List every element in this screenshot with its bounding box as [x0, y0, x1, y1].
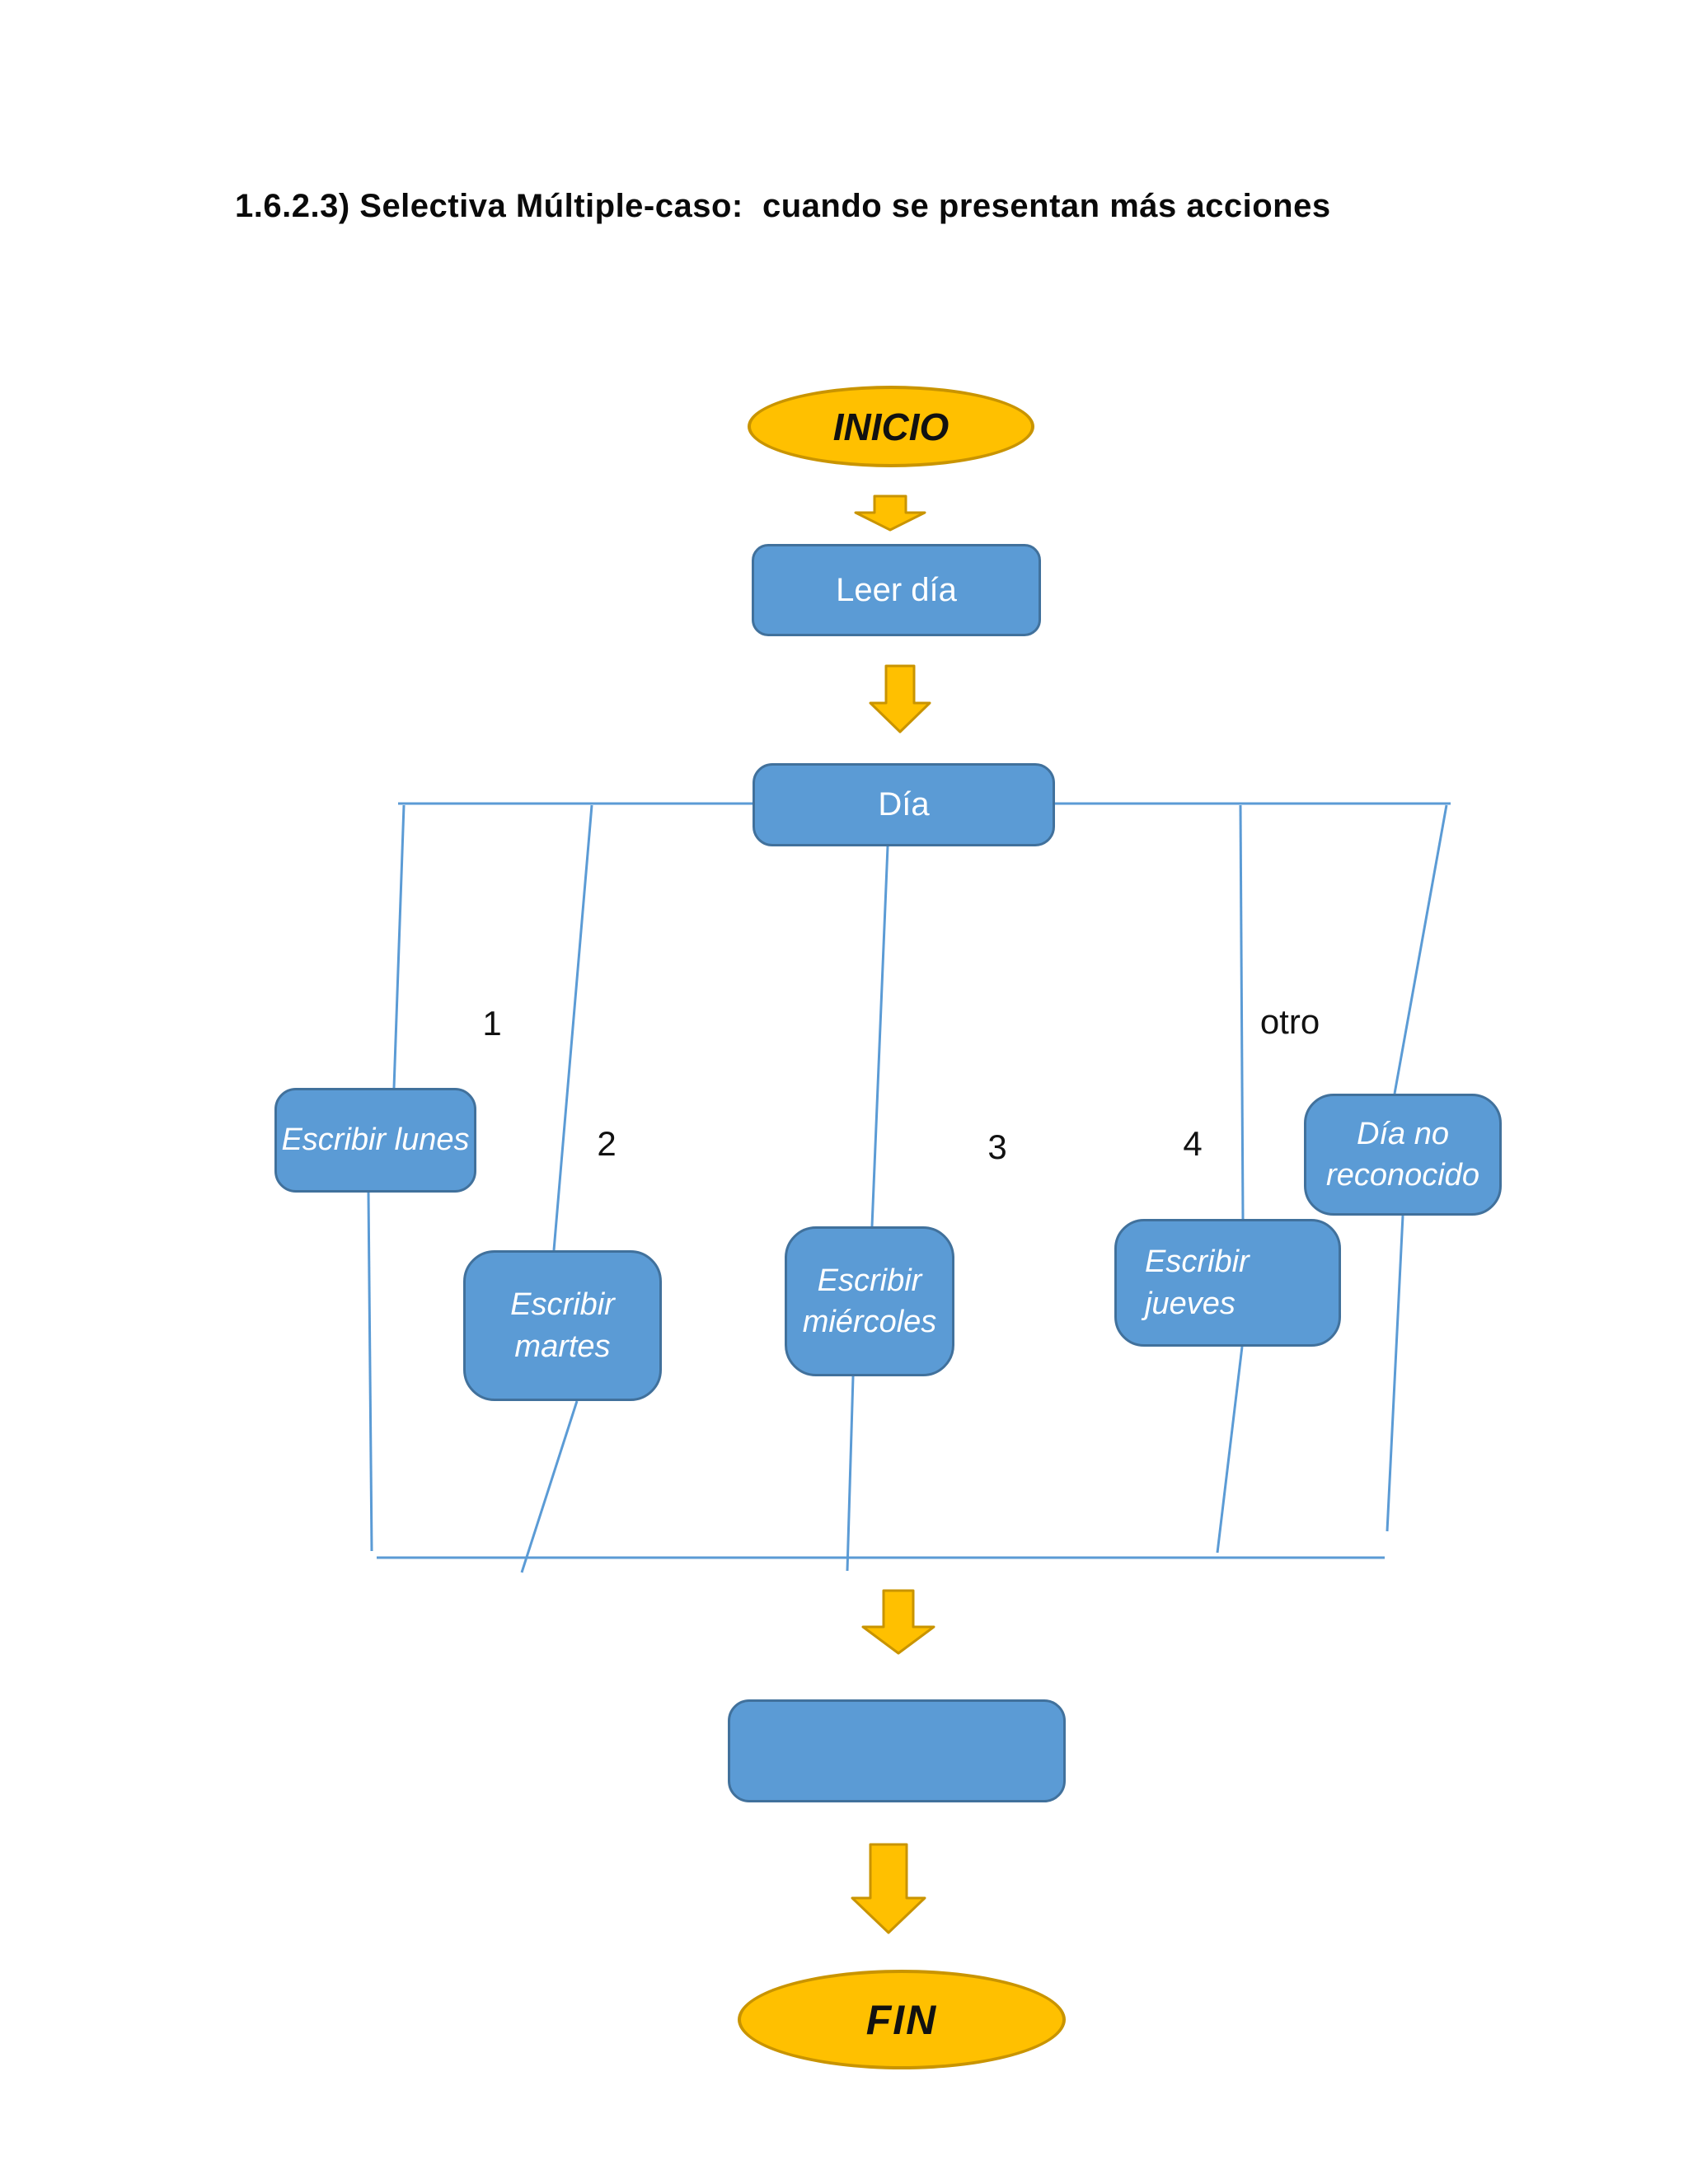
branch-2-riser-line	[520, 1400, 579, 1573]
action-thursday: Escribir jueves	[1114, 1219, 1341, 1347]
branch-1-riser-line	[367, 1192, 373, 1552]
process-day-selector: Día	[753, 763, 1055, 846]
down-arrow-icon	[861, 1589, 935, 1655]
process-read-day-label: Leer día	[836, 571, 957, 608]
down-arrow-icon	[854, 494, 926, 532]
branch-label-2: 2	[597, 1124, 617, 1163]
action-unrecognized: Día no reconocido	[1304, 1094, 1502, 1216]
page-title: 1.6.2.3) Selectiva Múltiple-caso: cuando…	[235, 188, 1331, 224]
action-thursday-label: Escribir jueves	[1145, 1244, 1250, 1321]
action-wednesday-label: Escribir miércoles	[802, 1263, 937, 1339]
action-unrecognized-label: Día no reconocido	[1326, 1116, 1479, 1193]
branch-4-drop-line	[1239, 804, 1245, 1220]
process-read-day: Leer día	[752, 544, 1041, 636]
action-tuesday-label: Escribir martes	[510, 1287, 615, 1364]
action-tuesday: Escribir martes	[463, 1250, 662, 1401]
branch-1-drop-line	[392, 804, 406, 1089]
process-day-selector-label: Día	[878, 786, 930, 823]
branch-2-drop-line	[552, 804, 593, 1251]
end-terminator: FIN	[738, 1970, 1066, 2069]
branch-label-otro: otro	[1259, 1002, 1320, 1041]
branch-label-4: 4	[1183, 1124, 1203, 1163]
branch-3-riser-line	[846, 1376, 855, 1572]
branch-4-riser-line	[1216, 1346, 1244, 1554]
branch-otro-drop-line	[1393, 804, 1448, 1094]
end-label: FIN	[865, 1996, 938, 2043]
down-arrow-icon	[851, 1843, 926, 1934]
action-wednesday: Escribir miércoles	[785, 1226, 954, 1376]
branch-otro-riser-line	[1386, 1215, 1404, 1532]
action-monday-label: Escribir lunes	[281, 1122, 470, 1158]
action-monday: Escribir lunes	[274, 1088, 476, 1193]
start-label: INICIO	[832, 405, 950, 448]
branch-label-1: 1	[482, 1004, 502, 1043]
branch-label-3: 3	[987, 1127, 1007, 1166]
branch-3-drop-line	[870, 846, 889, 1227]
merge-process	[728, 1699, 1066, 1802]
start-terminator: INICIO	[748, 386, 1034, 467]
down-arrow-icon	[869, 664, 931, 733]
